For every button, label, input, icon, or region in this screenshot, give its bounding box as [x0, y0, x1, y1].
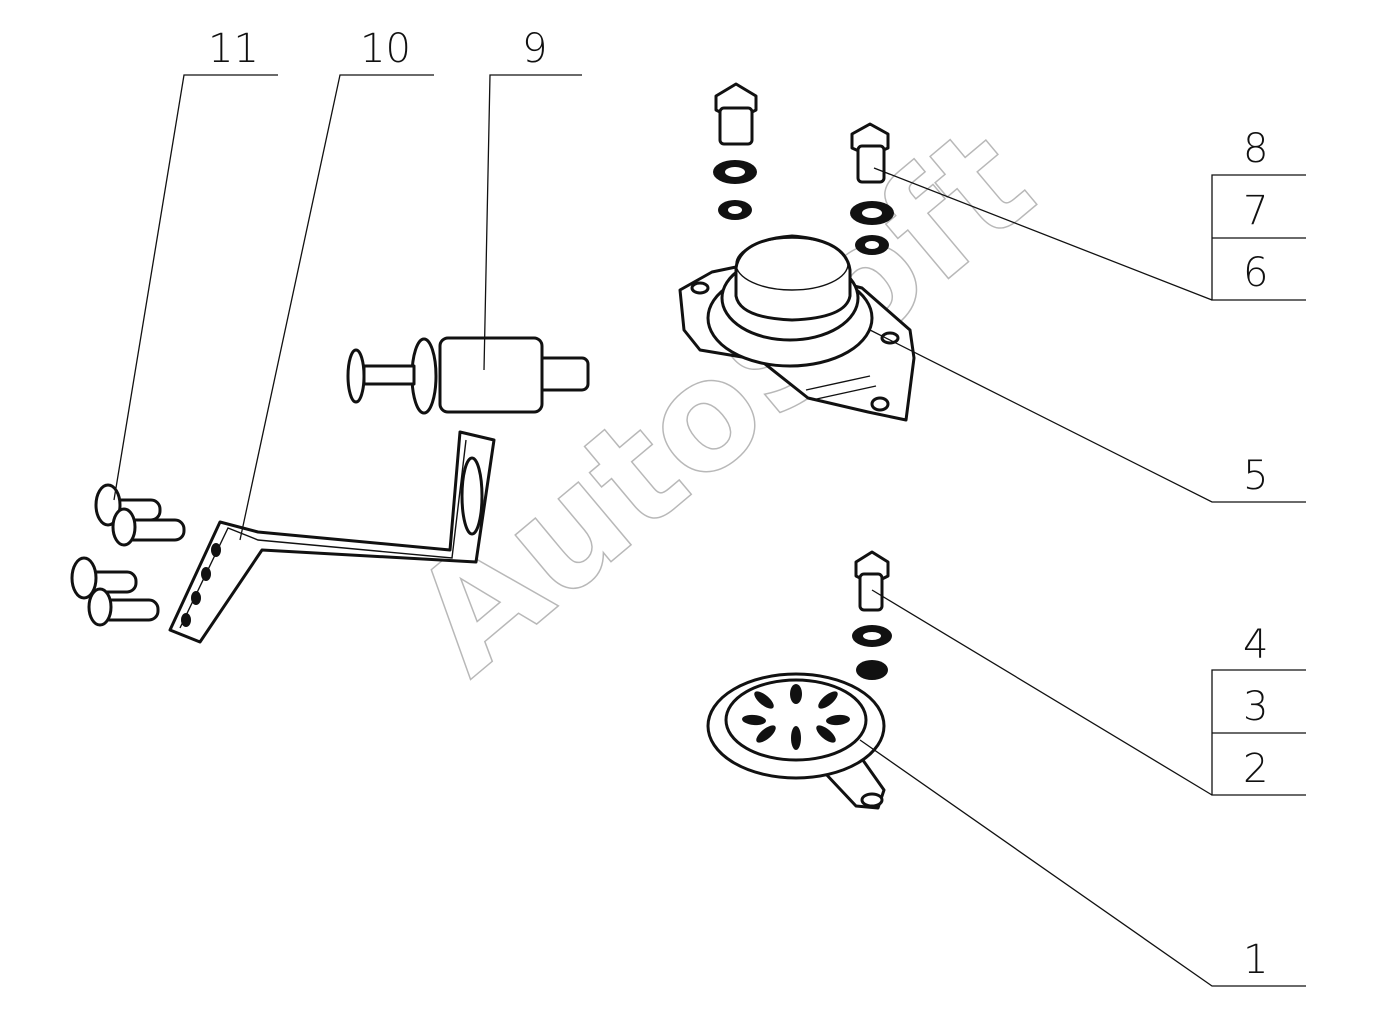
callout-1: 1: [1243, 937, 1268, 983]
part-9-pin: [346, 336, 590, 415]
leader-lines: [113, 74, 1306, 987]
part-6-washer-right: [855, 235, 889, 255]
callout-11: 11: [208, 26, 259, 72]
callout-9: 9: [522, 26, 547, 72]
callout-10: 10: [360, 26, 411, 72]
part-2-washer: [856, 660, 888, 680]
part-7-washer-right: [850, 201, 894, 225]
part-1-horn-disc: [706, 672, 886, 810]
part-8-bolt-left: [714, 82, 758, 146]
callout-6: 6: [1243, 250, 1268, 296]
callout-8: 8: [1243, 126, 1268, 172]
callout-2: 2: [1243, 746, 1268, 792]
part-10-bracket: [168, 430, 496, 644]
part-3-washer: [852, 625, 892, 647]
callout-5: 5: [1243, 453, 1268, 499]
part-5-horn-assembly: [678, 234, 916, 422]
part-6-washer-left: [718, 200, 752, 220]
callout-3: 3: [1243, 684, 1268, 730]
part-11-fasteners: [70, 483, 186, 627]
part-7-washer-left: [713, 160, 757, 184]
part-4-bolt: [854, 550, 890, 612]
part-8-bolt-right: [850, 122, 890, 184]
callout-7: 7: [1243, 188, 1268, 234]
callout-4: 4: [1243, 622, 1268, 668]
